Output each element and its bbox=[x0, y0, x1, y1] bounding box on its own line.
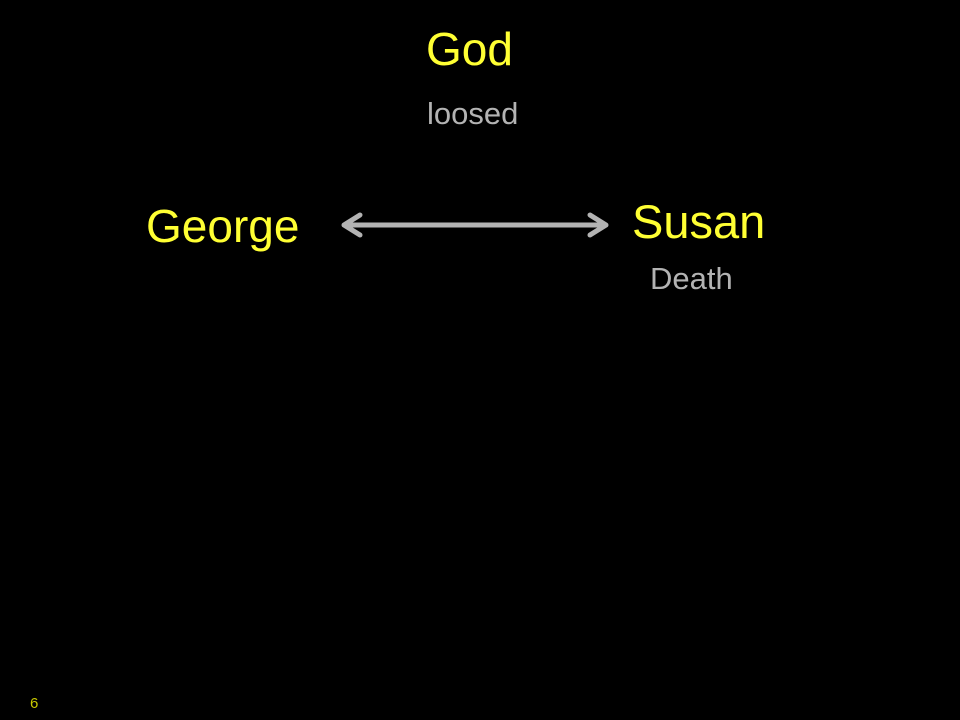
george-susan-double-arrow bbox=[341, 212, 609, 238]
arrow-head-left bbox=[341, 212, 363, 238]
arrow-head-right bbox=[587, 212, 609, 238]
node-god-caption: loosed bbox=[427, 96, 519, 131]
node-susan-label: Susan bbox=[632, 195, 766, 248]
node-george-label: George bbox=[146, 200, 300, 252]
page-number: 6 bbox=[30, 695, 39, 712]
node-god-label: God bbox=[426, 23, 513, 75]
node-susan-caption: Death bbox=[650, 261, 733, 296]
